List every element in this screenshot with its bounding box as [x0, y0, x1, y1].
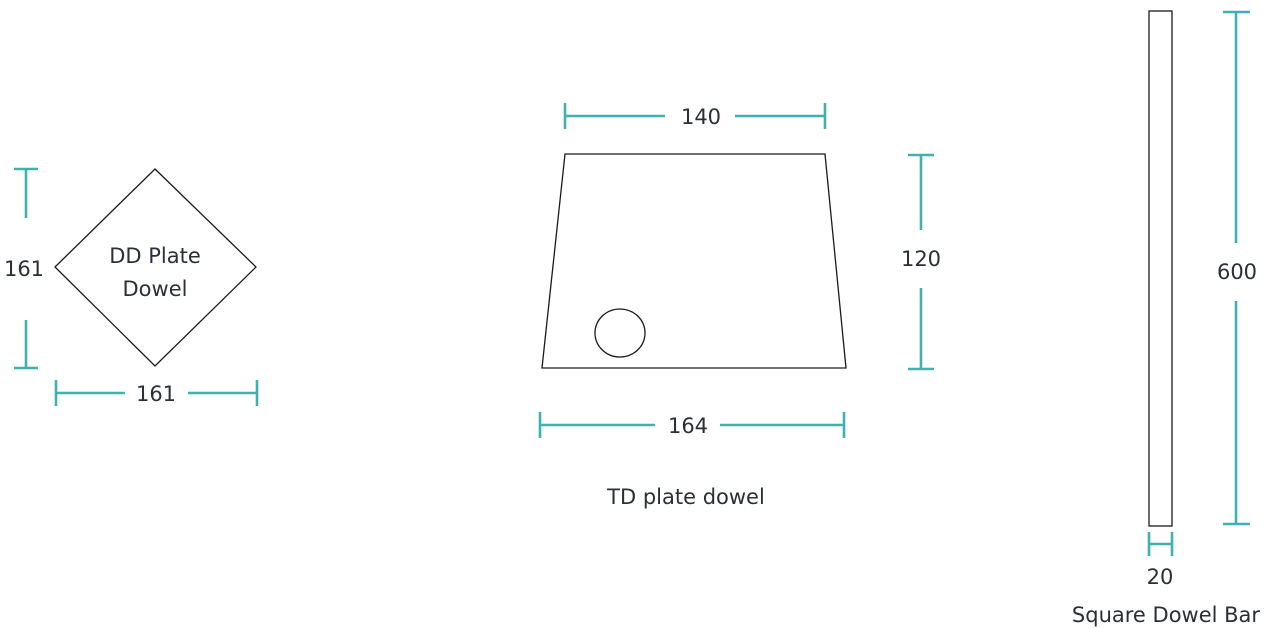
dd-plate-height-label: 161 [4, 257, 44, 281]
td-plate-top-width-dimension [563, 103, 827, 129]
dd-plate-name-line1: DD Plate [109, 244, 201, 268]
td-plate-caption: TD plate dowel [606, 485, 765, 509]
td-plate-dowel: 140 120 164 TD plate dowel [538, 103, 941, 509]
dd-plate-name-line2: Dowel [123, 277, 188, 301]
square-dowel-bar: 600 20 Square Dowel Bar [1072, 10, 1261, 627]
square-bar-caption: Square Dowel Bar [1072, 603, 1261, 627]
square-bar-length-dimension [1223, 10, 1250, 526]
dd-plate-width-dimension [54, 380, 259, 406]
td-plate-height-label: 120 [901, 247, 941, 271]
td-plate-top-width-label: 140 [681, 105, 721, 129]
dd-plate-height-dimension [14, 167, 38, 370]
td-plate-bottom-width-dimension [538, 412, 846, 438]
dd-plate-outline [54, 168, 257, 367]
td-plate-height-dimension [908, 153, 934, 371]
dd-plate-width-label: 161 [136, 382, 176, 406]
td-plate-outline [541, 153, 847, 369]
square-bar-width-dimension [1147, 532, 1174, 556]
square-bar-outline [1148, 10, 1173, 527]
td-plate-hole [594, 308, 646, 358]
square-bar-length-label: 600 [1217, 260, 1257, 284]
dd-plate-dowel: DD Plate Dowel 161 161 [4, 167, 259, 406]
square-bar-width-label: 20 [1147, 565, 1174, 589]
td-plate-bottom-width-label: 164 [668, 414, 708, 438]
